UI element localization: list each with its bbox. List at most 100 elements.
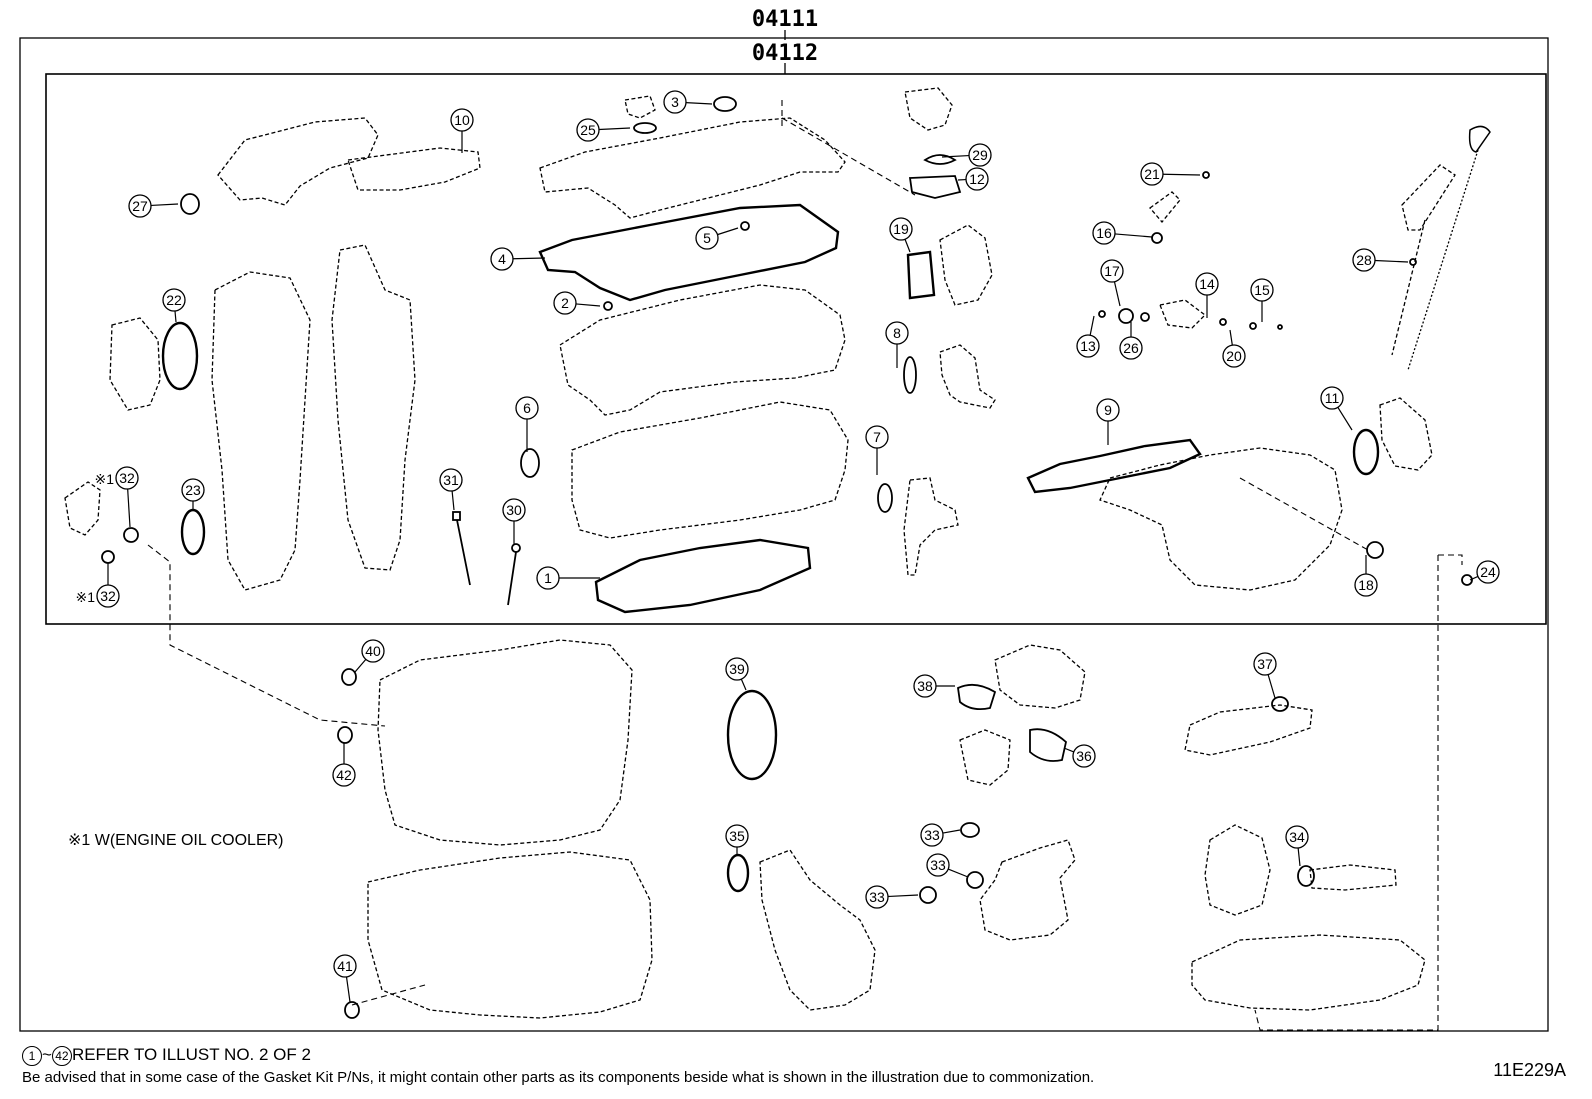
callout-circle — [1096, 398, 1120, 422]
callout-number: 29 — [972, 147, 988, 163]
callout-number: 18 — [1358, 577, 1374, 593]
callout-leader — [941, 154, 970, 158]
callout-circle — [1250, 278, 1274, 302]
callout-circle — [1072, 744, 1096, 768]
callout-circle — [926, 853, 950, 877]
callout-circle — [663, 90, 687, 114]
callout-leader — [942, 829, 961, 834]
callout-leader — [1162, 173, 1201, 176]
callout-leader — [575, 303, 601, 307]
callout-circle — [725, 657, 749, 681]
assembly-lines — [147, 100, 1463, 1031]
callout-leader — [904, 239, 911, 253]
callout-35: 35 — [725, 824, 749, 855]
callout-4: 4 — [490, 247, 546, 271]
callout-circle — [1119, 336, 1143, 360]
callout-number: 37 — [1257, 656, 1273, 672]
callout-circle — [450, 108, 474, 132]
callout-37: 37 — [1253, 652, 1277, 699]
callout-circle — [865, 885, 889, 909]
callout-1: 1 — [536, 566, 600, 590]
callout-circle — [439, 468, 463, 492]
callout-number: 15 — [1254, 282, 1270, 298]
callout-number: 31 — [443, 472, 459, 488]
callout-16: 16 — [1092, 221, 1153, 245]
callout-number: 8 — [893, 325, 901, 341]
callout-leader — [740, 678, 747, 691]
callout-number: 20 — [1226, 348, 1242, 364]
callout-circle — [1140, 162, 1164, 186]
callout-number: 42 — [336, 767, 352, 783]
callout-circle — [1076, 334, 1100, 358]
callout-17: 17 — [1100, 259, 1124, 307]
callout-leader — [451, 490, 455, 511]
callout-circle — [695, 226, 719, 250]
callout-number: 14 — [1199, 276, 1215, 292]
callout-circle — [162, 288, 186, 312]
callout-40: 40 — [354, 639, 385, 673]
callout-number: 22 — [166, 292, 182, 308]
assembly-code: 04111 — [752, 7, 818, 32]
callout-12: 12 — [957, 167, 989, 191]
callout-leader — [685, 101, 713, 105]
callout-23: 23 — [181, 478, 205, 510]
callout-circle — [965, 167, 989, 191]
callout-36: 36 — [1063, 744, 1096, 768]
callout-circle — [576, 118, 600, 142]
ref-end-marker: 42 — [51, 1045, 72, 1066]
callout-number: 21 — [1144, 166, 1160, 182]
callout-39: 39 — [725, 657, 749, 691]
callout-circle — [1253, 652, 1277, 676]
callout-number: 35 — [729, 828, 745, 844]
callout-26: 26 — [1119, 322, 1143, 360]
callout-20: 20 — [1222, 329, 1246, 368]
callout-leader — [1469, 575, 1479, 581]
footer-disclaimer: Be advised that in some case of the Gask… — [22, 1069, 1095, 1086]
callout-leader — [1229, 329, 1233, 346]
callout-number: 3 — [671, 94, 679, 110]
part-outlines — [64, 87, 1456, 1019]
callout-circle — [553, 291, 577, 315]
subassembly-code: 04112 — [752, 41, 818, 66]
callout-circle — [913, 674, 937, 698]
callout-circle — [1352, 248, 1376, 272]
callout-number: 12 — [969, 171, 985, 187]
callout-number: 5 — [703, 230, 711, 246]
callout-leader — [1114, 233, 1153, 238]
callout-6: 6 — [515, 396, 539, 452]
callout-leader — [512, 257, 546, 260]
callout-circle — [332, 763, 356, 787]
callout-42: 42 — [332, 743, 356, 787]
callout-circle — [181, 478, 205, 502]
callout-34: 34 — [1285, 825, 1309, 867]
callout-2: 2 — [553, 291, 601, 315]
callout-number: 10 — [454, 112, 470, 128]
callout-circle — [96, 584, 120, 608]
callout-29: 29 — [941, 143, 992, 167]
small-seals — [101, 96, 1473, 1019]
callout-14: 14 — [1195, 272, 1219, 318]
callout-number: 33 — [869, 889, 885, 905]
callout-leader — [174, 310, 177, 323]
callout-number: 28 — [1356, 252, 1372, 268]
oil-cooler-note: ※1 W(ENGINE OIL COOLER) — [68, 832, 284, 849]
callout-circle — [1354, 573, 1378, 597]
callout-circle — [536, 566, 560, 590]
callout-number: 27 — [132, 198, 148, 214]
callout-number: 33 — [930, 857, 946, 873]
callout-number: 19 — [893, 221, 909, 237]
callout-circle — [1320, 386, 1344, 410]
callout-31: 31 — [439, 468, 463, 511]
callout-8: 8 — [885, 321, 909, 368]
callout-number: 39 — [729, 661, 745, 677]
callout-number: 2 — [561, 295, 569, 311]
callout-circle — [115, 466, 139, 490]
callout-32: 32※1 — [94, 466, 139, 528]
callout-circle — [889, 217, 913, 241]
callout-number: 1 — [544, 570, 552, 586]
callout-41: 41 — [333, 954, 357, 1003]
callout-number: 40 — [365, 643, 381, 659]
callout-number: 32 — [119, 470, 135, 486]
callout-prefix: ※1 — [75, 589, 95, 605]
callout-number: 17 — [1104, 263, 1120, 279]
